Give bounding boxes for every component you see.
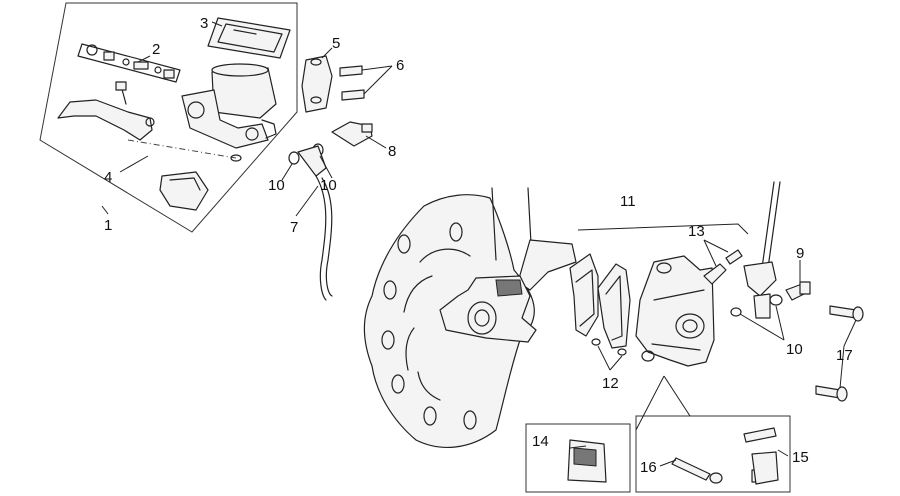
callout-14: 14: [532, 433, 549, 450]
callout-16: 16: [640, 459, 657, 476]
brake-hose-lower: [743, 181, 781, 319]
pad-retaining-pin: [671, 457, 763, 484]
callout-10a: 10: [268, 177, 285, 194]
banjo-fitting: [331, 121, 373, 147]
brake-lever: [57, 81, 155, 141]
caliper-bracket: [439, 239, 577, 343]
brake-pads: [569, 253, 631, 349]
callout-4: 4: [104, 169, 112, 186]
brake-caliper: [635, 255, 715, 367]
caliper-group-bracket: [577, 223, 749, 235]
callout-3: 3: [200, 15, 208, 32]
master-cylinder-group-frame: [39, 2, 298, 233]
master-cylinder-body: [181, 63, 277, 149]
callout-10b: 10: [320, 177, 337, 194]
callout-6: 6: [396, 57, 404, 74]
callout-15: 15: [792, 449, 809, 466]
callout-10c: 10: [786, 341, 803, 358]
handlebar-clamp: [301, 55, 333, 113]
callout-11: 11: [620, 193, 636, 210]
callout-2: 2: [152, 41, 160, 58]
callout-8: 8: [388, 143, 396, 160]
callout-9: 9: [796, 245, 804, 262]
piston-kit: [77, 43, 181, 83]
grease-sachet: [567, 439, 607, 483]
caliper-mounting-bolts: [815, 305, 864, 402]
callout-1: 1: [104, 217, 112, 234]
banjo-bolt: [785, 281, 811, 301]
callout-7: 7: [290, 219, 298, 236]
callout-17: 17: [836, 347, 853, 364]
brake-light-switch: [159, 171, 209, 211]
callout-5: 5: [332, 35, 340, 52]
callout-12: 12: [602, 375, 619, 392]
callout-13: 13: [688, 223, 705, 240]
reservoir-cap: [207, 17, 291, 59]
bleed-valves: [703, 249, 743, 285]
kit-14-frame: [525, 423, 631, 493]
clamp-screws: [339, 65, 365, 101]
kit-15-16-frame: [635, 415, 791, 493]
pad-springs: [743, 427, 779, 485]
